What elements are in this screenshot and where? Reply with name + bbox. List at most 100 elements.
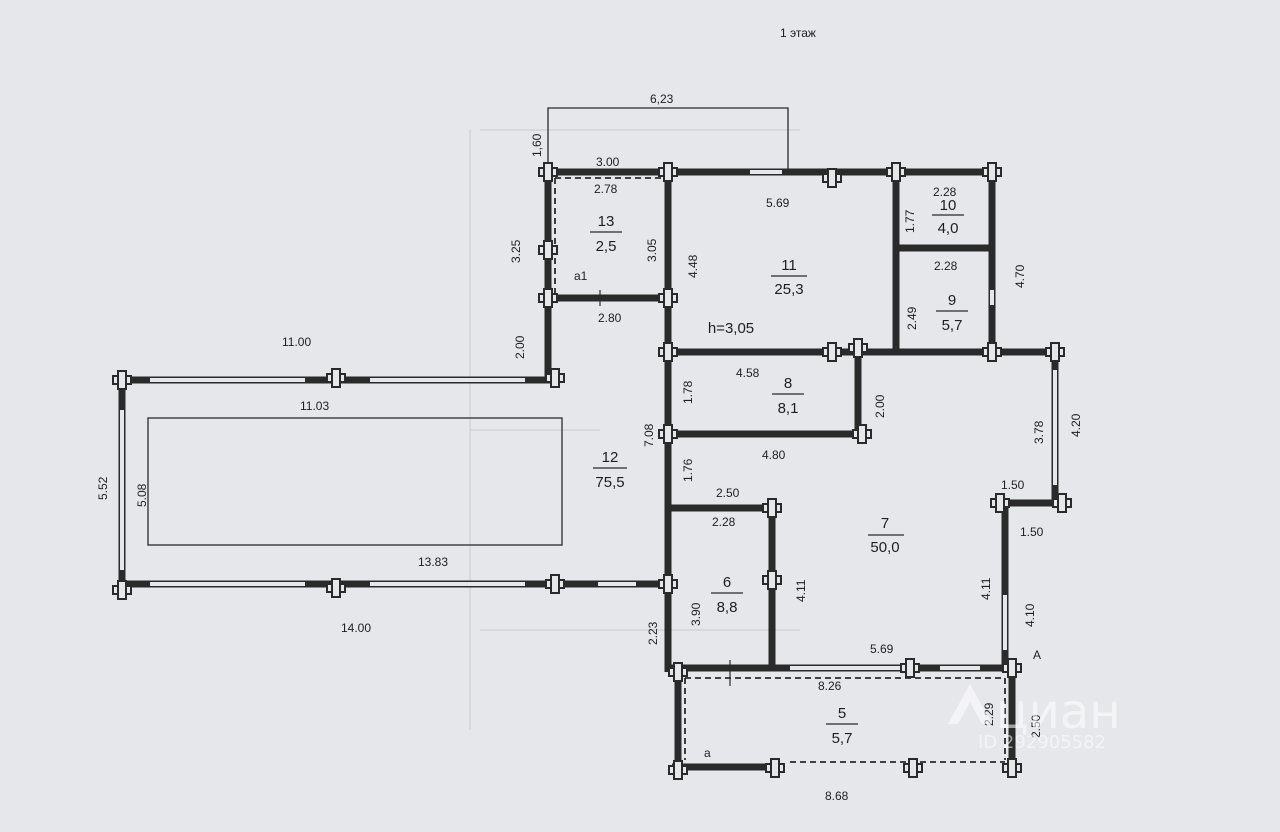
room-9-area: 5,7	[942, 317, 963, 334]
wall-joint	[857, 424, 867, 444]
dim-label: 3.78	[1032, 420, 1046, 444]
marker-a1: a1	[574, 269, 588, 283]
markers: a1 a A	[574, 269, 1041, 760]
room-12: 12 75,5	[593, 449, 627, 491]
wall-joint	[117, 370, 127, 390]
dim-label: 1.76	[681, 458, 695, 482]
marker-a: a	[704, 746, 711, 760]
dimension-labels: 6,23 1,60 3.00 2.78 3.25 3.05 4.48 5.69 …	[96, 92, 1083, 803]
room-11: 11 25,3	[771, 257, 807, 298]
outline-lines	[147, 107, 789, 546]
wall-joint	[995, 493, 1005, 513]
wall-joint	[331, 368, 341, 388]
dim-label: 4.11	[979, 577, 993, 600]
wall-joint	[673, 662, 683, 682]
dim-label: 2.28	[712, 515, 736, 529]
room-5: 5 5,7	[826, 705, 858, 747]
room-8: 8 8,1	[772, 375, 804, 417]
room-5-number: 5	[838, 705, 846, 722]
wall-joint	[663, 424, 673, 444]
dim-label: 1.50	[1020, 525, 1044, 539]
wall-joint	[663, 574, 673, 594]
room-10-number: 10	[940, 197, 957, 214]
room-8-area: 8,1	[778, 400, 799, 417]
dashed-walls	[554, 177, 1006, 763]
dim-label: 5.08	[135, 483, 149, 507]
dim-label: 4.20	[1069, 413, 1083, 437]
wall-joint	[663, 162, 673, 182]
dim-label: 8.26	[818, 679, 842, 693]
room-13-number: 13	[598, 213, 615, 230]
room-12-area: 75,5	[595, 474, 624, 491]
dim-label: 3.00	[596, 155, 620, 169]
room-9: 9 5,7	[936, 292, 968, 334]
cian-logo-icon	[948, 684, 992, 724]
watermark-code: ID 292905582	[978, 732, 1106, 753]
wall-joint	[543, 288, 553, 308]
watermark-brand: циан	[996, 684, 1121, 740]
dim-label: 11.03	[300, 399, 329, 413]
wall-joint	[550, 574, 560, 594]
dim-label: 5.52	[96, 476, 110, 500]
room-5-area: 5,7	[832, 730, 853, 747]
wall-joint	[767, 570, 777, 590]
dim-label: 3.90	[689, 602, 703, 626]
wall-joint	[908, 758, 918, 778]
wall-joint	[117, 580, 127, 600]
walls	[118, 168, 1062, 771]
dim-label: 2.28	[934, 259, 958, 273]
dim-label: 2.50	[716, 486, 740, 500]
room-labels: 13 2,5 11 25,3 10 4,0 9 5,7 8 8,1 12 75,…	[590, 197, 968, 747]
dim-label: 4.70	[1013, 264, 1027, 288]
wall-joint	[770, 758, 780, 778]
wall-joint	[1057, 493, 1067, 513]
dim-label: 14.00	[341, 621, 371, 635]
room-13-area: 2,5	[596, 238, 617, 255]
wall-joint	[827, 342, 837, 362]
wall-joints	[112, 162, 1072, 780]
dim-label: 5.69	[766, 196, 790, 210]
wall-joint	[543, 162, 553, 182]
wall-joint	[1050, 342, 1060, 362]
room-9-number: 9	[948, 292, 956, 309]
dim-label: 2.80	[598, 311, 622, 325]
dim-label: 2.23	[646, 621, 660, 645]
room-10-area: 4,0	[938, 220, 959, 237]
dim-label: 2.78	[594, 182, 618, 196]
dim-label: 13.83	[418, 555, 448, 569]
room-11-number: 11	[781, 257, 797, 274]
room-6-number: 6	[723, 574, 731, 591]
dim-label: 7.08	[642, 423, 656, 447]
dim-label: 3.05	[645, 238, 659, 262]
room-12-number: 12	[602, 449, 619, 466]
dim-label: 1,60	[530, 133, 544, 157]
watermark: циан ID 292905582	[948, 684, 1121, 753]
room-7-area: 50,0	[870, 539, 899, 556]
room-11-area: 25,3	[774, 281, 803, 298]
windows	[120, 170, 1057, 670]
dim-label: 4.58	[736, 366, 760, 380]
room-6-area: 8,8	[717, 599, 738, 616]
marker-A: A	[1033, 648, 1041, 662]
dim-label: 8.68	[825, 789, 849, 803]
dim-label: 6,23	[650, 92, 674, 106]
dim-label: 2.00	[513, 335, 527, 359]
room-13: 13 2,5	[590, 213, 622, 255]
wall-joint	[905, 658, 915, 678]
background-ghost-lines	[469, 129, 800, 730]
room-7: 7 50,0	[868, 515, 904, 556]
dim-label: 2.49	[905, 306, 919, 330]
dim-label: 4.80	[762, 448, 786, 462]
wall-joint	[987, 342, 997, 362]
wall-joint	[987, 162, 997, 182]
ceiling-height: h=3,05	[708, 320, 754, 337]
wall-joint	[663, 342, 673, 362]
wall-joint	[663, 288, 673, 308]
wall-joint	[1007, 658, 1017, 678]
dim-label: 1.50	[1001, 478, 1025, 492]
dim-label: 4.11	[794, 579, 808, 602]
room-10: 10 4,0	[932, 197, 964, 237]
room-6: 6 8,8	[711, 574, 743, 616]
dim-label: 4.10	[1023, 603, 1037, 627]
